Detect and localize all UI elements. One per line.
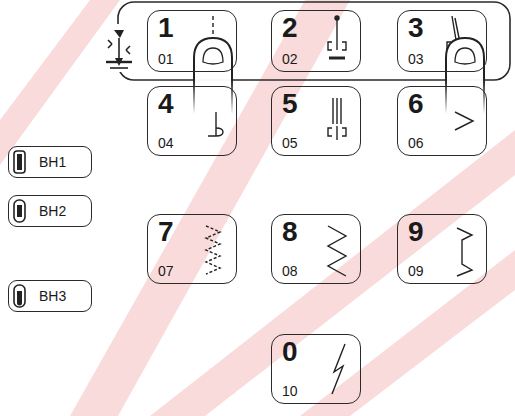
pattern-key: 2 02 (271, 10, 361, 72)
pattern-number: 06 (408, 136, 424, 150)
pattern-number: 02 (282, 52, 298, 66)
pattern-number: 07 (158, 264, 174, 278)
buttonhole-label: BH2 (39, 204, 66, 218)
key-number: 7 (158, 218, 174, 246)
buttonhole-key: BH2 (8, 195, 92, 227)
pattern-key: 3 03 (397, 10, 487, 72)
pattern-number: 08 (282, 264, 298, 278)
stitch-icon (208, 112, 223, 136)
pattern-key: 8 08 (271, 214, 361, 284)
key-number: 3 (408, 14, 424, 42)
buttonhole-key: BH1 (8, 146, 92, 178)
pattern-number: 10 (282, 384, 298, 398)
buttonhole-key: BH3 (8, 280, 92, 312)
watermark-band (300, 250, 515, 416)
watermark-band (0, 0, 120, 165)
stitch-icon (455, 112, 473, 130)
buttonhole-icon (14, 151, 25, 173)
pattern-key: 1 01 (147, 10, 237, 72)
pattern-key: 6 06 (397, 86, 487, 156)
key-number: 0 (282, 338, 298, 366)
pattern-key: 0 10 (271, 334, 361, 404)
watermark-band (70, 0, 350, 416)
pattern-number: 04 (158, 136, 174, 150)
buttonhole-icon (14, 285, 25, 307)
pattern-key: 4 04 (147, 86, 237, 156)
pattern-key: 7 07 (147, 214, 237, 284)
pattern-key: 9 09 (397, 214, 487, 284)
stitch-icon (328, 226, 346, 276)
stitch-icon (206, 226, 220, 274)
key-number: 2 (282, 14, 298, 42)
stitch-icon (328, 98, 346, 140)
buttonhole-label: BH3 (39, 289, 66, 303)
key-number: 9 (408, 218, 424, 246)
pattern-number: 09 (408, 264, 424, 278)
key-number: 4 (158, 90, 174, 118)
key-number: 1 (158, 14, 174, 42)
key-number: 8 (282, 218, 298, 246)
key-number: 6 (408, 90, 424, 118)
key-number: 5 (282, 90, 298, 118)
stitch-icon (328, 16, 346, 58)
pattern-number: 05 (282, 136, 298, 150)
pattern-number: 03 (408, 52, 424, 66)
stitch-icons (206, 16, 473, 394)
watermark-band (150, 130, 515, 416)
stitch-icon (457, 228, 472, 276)
buttonhole-icons (14, 151, 25, 307)
pattern-key: 5 05 (271, 86, 361, 156)
buttonhole-icon (14, 200, 25, 222)
buttonhole-label: BH1 (39, 155, 66, 169)
stitch-icon (332, 344, 345, 394)
needle-icon (104, 24, 136, 72)
pattern-number: 01 (158, 52, 174, 66)
finger (194, 38, 232, 114)
finger (446, 38, 484, 114)
